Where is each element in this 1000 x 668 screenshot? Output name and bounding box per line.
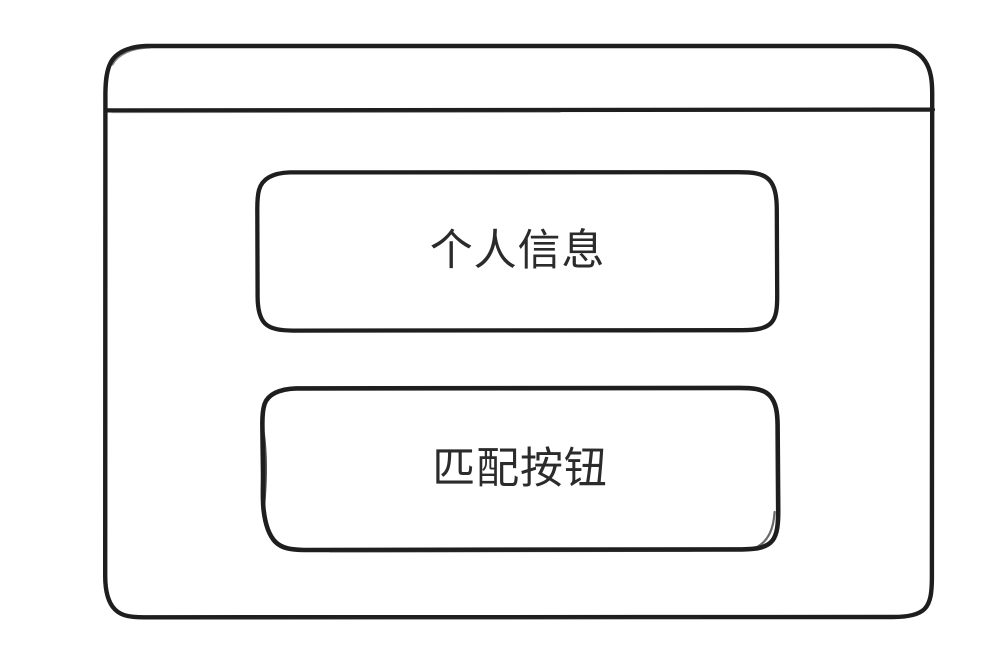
title-bar[interactable] [106,46,932,110]
window-frame-outline [102,43,935,620]
match-button-label[interactable]: 匹配按钮 [432,444,608,493]
match-button-outline[interactable] [260,385,781,553]
title-bar-divider [103,107,936,114]
personal-info-field-label[interactable]: 个人信息 [429,226,606,275]
personal-info-field-outline[interactable] [255,170,780,333]
